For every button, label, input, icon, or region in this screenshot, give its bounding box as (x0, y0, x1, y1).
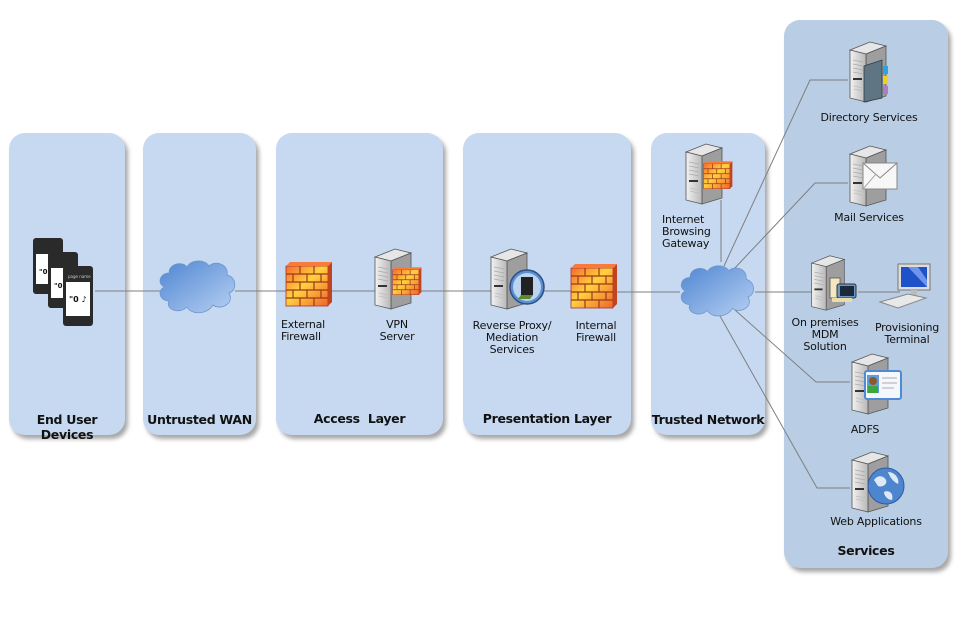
id-card-icon (864, 370, 902, 400)
label-line: Server (379, 330, 415, 343)
label-line: Browsing (662, 225, 711, 238)
label-line: Provisioning (874, 321, 940, 334)
label-line: Internet (662, 213, 705, 226)
external-firewall-label: External Firewall (281, 319, 325, 343)
gateway-firewall-badge-icon (702, 160, 734, 190)
svg-text:"0: "0 (39, 268, 48, 276)
cloud-icon-untrusted-wan (159, 260, 236, 314)
label-line: On premises (791, 316, 859, 329)
label-line: Firewall (281, 330, 321, 343)
svg-text:"0 ♪: "0 ♪ (69, 295, 87, 304)
external-firewall-icon (284, 260, 334, 308)
internal-firewall-icon (569, 262, 619, 310)
svg-text:"0: "0 (54, 282, 63, 290)
mail-services-label: Mail Services (834, 211, 904, 224)
internal-firewall-label: Internal Firewall (572, 320, 620, 344)
zone-title: Untrusted WAN (147, 412, 252, 427)
label-line: Gateway (662, 237, 710, 250)
zone-title: Services (837, 543, 895, 558)
label-line: MDM (811, 328, 839, 341)
vpn-server-label: VPN Server (377, 319, 417, 343)
globe-icon (867, 467, 905, 505)
provisioning-terminal-icon (878, 263, 931, 309)
device-screen-label: page name (68, 274, 91, 279)
label-line: VPN (386, 318, 408, 331)
envelope-icon (862, 162, 898, 190)
vpn-firewall-badge-icon (391, 266, 423, 296)
zone-title: Presentation Layer (482, 411, 612, 426)
label-line: Services (489, 343, 535, 356)
label-line: Mediation (485, 331, 539, 344)
zone-title: Access Layer (313, 411, 406, 426)
label-line: Solution (803, 340, 847, 353)
label-line: External (281, 318, 326, 331)
label-line: Reverse Proxy/ (472, 319, 552, 332)
label-line: Internal (575, 319, 617, 332)
mobile-devices-icon: page name "0 ♪ "0 "0 (33, 238, 93, 326)
reverse-proxy-label: Reverse Proxy/ Mediation Services (470, 320, 554, 356)
adfs-label: ADFS (850, 423, 880, 436)
cloud-icon-trusted-network (680, 265, 754, 317)
globe-door-icon (509, 269, 545, 305)
directory-book-icon (863, 59, 888, 103)
directory-services-label: Directory Services (820, 111, 918, 124)
mdm-solution-label: On premises MDM Solution (790, 317, 860, 353)
mdm-device-icon (829, 277, 857, 302)
zone-title: End User Devices (36, 412, 98, 442)
web-applications-label: Web Applications (830, 515, 922, 528)
provisioning-terminal-label: Provisioning Terminal (868, 322, 946, 346)
label-line: Firewall (576, 331, 616, 344)
zone-title: Trusted Network (651, 412, 765, 427)
label-line: Terminal (884, 333, 930, 346)
internet-gateway-label: Internet Browsing Gateway (662, 214, 711, 250)
